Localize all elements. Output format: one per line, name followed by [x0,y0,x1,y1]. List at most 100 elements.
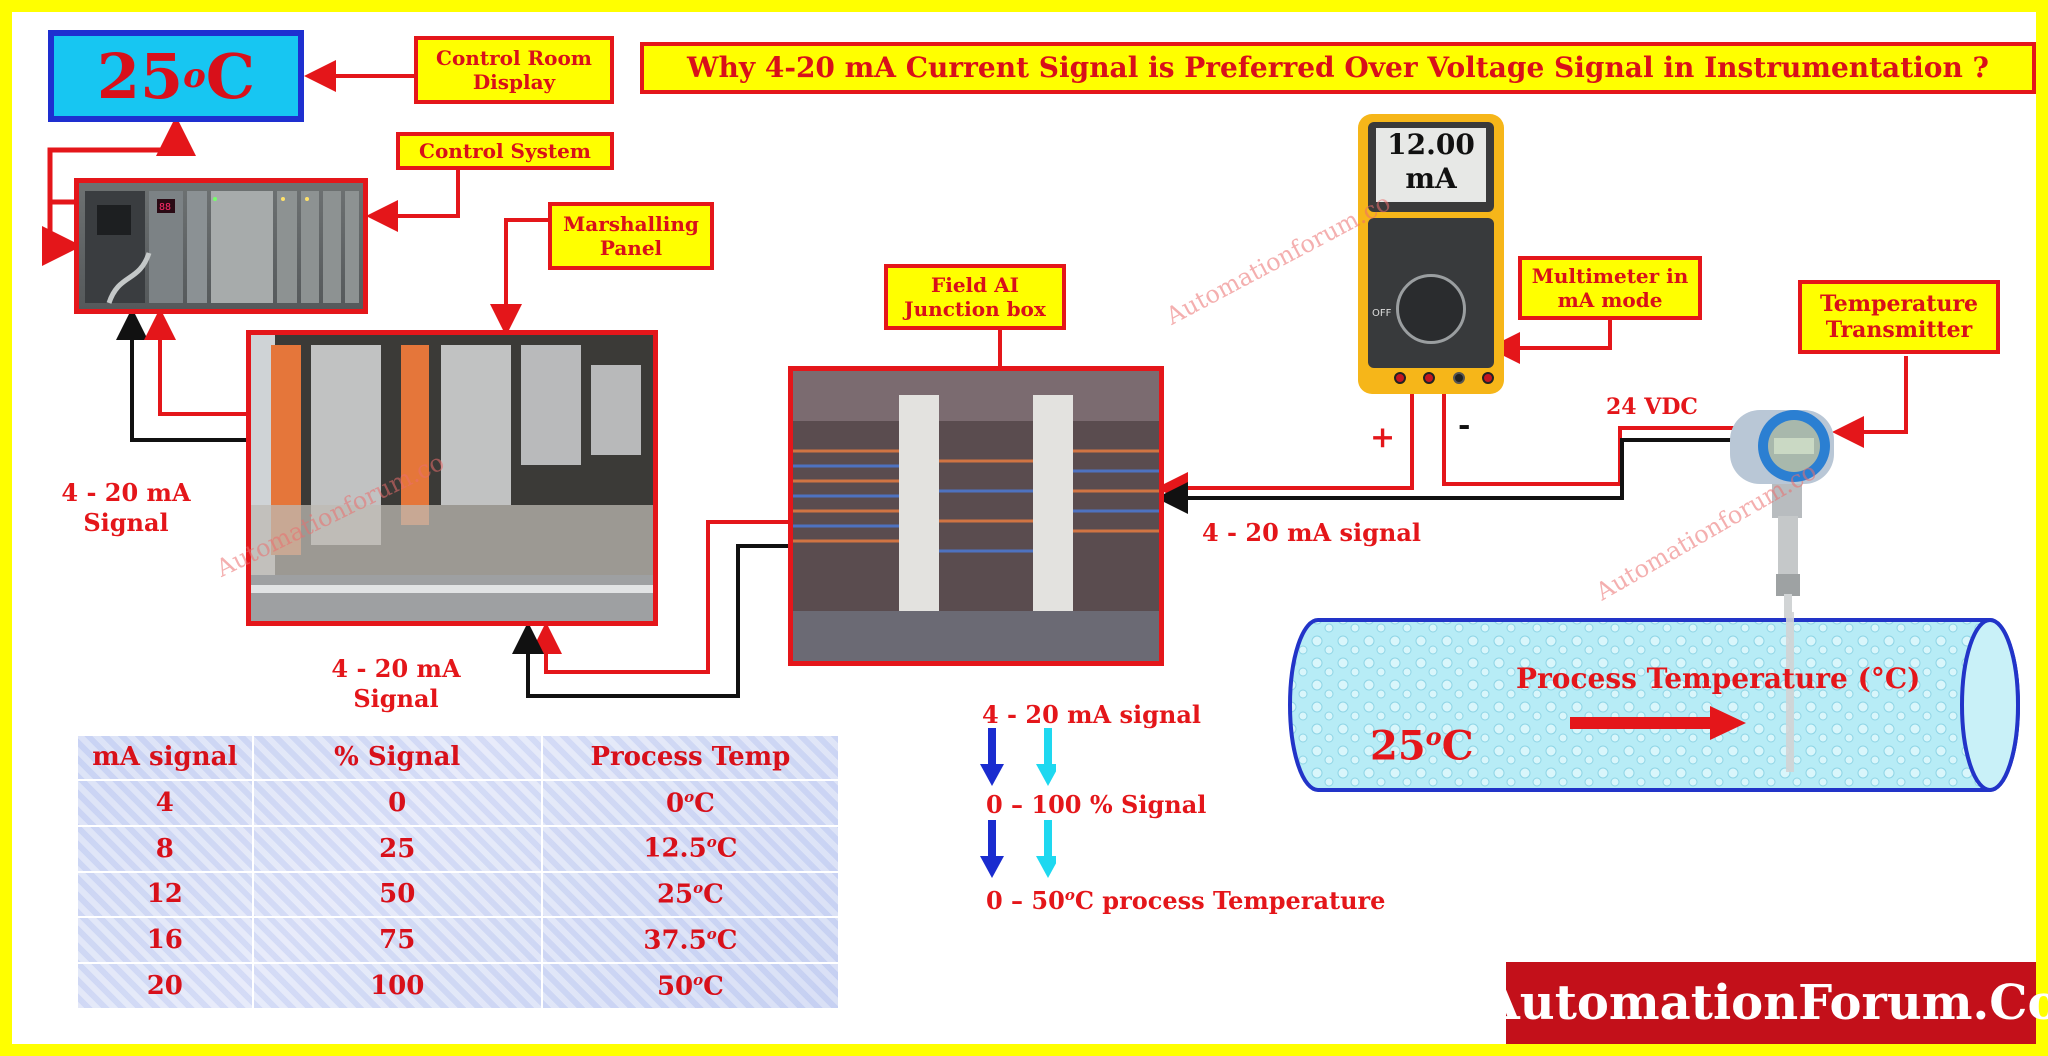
temp-number: 25 [656,879,694,910]
flow-step-2: 0 – 100 % Signal [986,790,1207,819]
table-row: 8 25 12.5oC [76,824,841,873]
table-cell: 100 [251,962,543,1010]
table-cell: 12.5oC [540,824,841,873]
svg-text:88: 88 [159,202,171,213]
table-cell: 4 [76,778,254,827]
temp-number: 0 [665,788,685,819]
pipe-temp-unit: C [1441,722,1474,770]
junction-box-illustration [793,371,1159,661]
table-cell: 0oC [540,778,841,827]
label-field-ai-junction-box: Field AI Junction box [884,264,1066,330]
table-cell: 20 [76,962,254,1010]
arrow-down-icon [980,820,1004,878]
wire-meter-plus [1156,378,1414,504]
label-temperature-transmitter: Temperature Transmitter [1798,280,2000,354]
wire-mp-cs-black [116,308,250,442]
label-control-room-display: Control Room Display [414,36,614,104]
multimeter: 12.00 mA OFF [1358,114,1504,394]
temp-number: 37.5 [643,925,707,956]
arrow-down-icon [1036,728,1056,786]
table-cell: 0 [251,778,543,827]
temp-unit: C [716,833,738,864]
temp-degree: o [706,833,717,852]
table-cell: 50oC [540,962,841,1010]
multimeter-dial[interactable] [1396,274,1466,344]
flow-step-3: 0 – 50oC process Temperature [986,886,1385,915]
label-control-system: Control System [396,132,614,170]
temperature-transmitter [1730,410,1834,770]
wire-display-return [42,202,82,266]
terminal-jack-icon[interactable] [1394,372,1406,384]
flow-step-3-range: 0 – 50 [986,886,1065,915]
sensor-probe [1786,612,1794,772]
temp-unit: C [716,925,738,956]
table-row: 4 0 0oC [76,778,841,827]
display-degree: o [183,56,206,96]
plc-rack-illustration: 88 [85,191,359,304]
supply-voltage-label: 24 VDC [1606,394,1698,420]
table-header: Process Temp [540,734,841,781]
table-header: % Signal [251,734,543,781]
table-cell: 75 [251,916,543,965]
display-unit: C [205,39,256,113]
pipe-process-temperature-label: Process Temperature (°C) [1516,662,1921,695]
control-system-rack: 88 [74,178,368,314]
table-cell: 25 [251,824,543,873]
process-pipe [1288,612,2020,792]
table-row: 12 50 25oC [76,870,841,919]
table-cell: 8 [76,824,254,873]
multimeter-screen: 12.00 mA [1368,122,1494,212]
arrow-down-icon [1036,820,1056,878]
label-multimeter-mode: Multimeter in mA mode [1518,256,1702,320]
table-cell: 37.5oC [540,916,841,965]
table-header: mA signal [76,734,254,781]
terminal-jack-icon[interactable] [1423,372,1436,384]
terminal-jack-icon[interactable] [1452,372,1465,384]
table-cell: 50 [251,870,543,919]
table-cell: 25oC [540,870,841,919]
junction-signal-label: 4 - 20 mA signal [1202,518,1422,547]
pipe-temp-number: 25 [1370,722,1426,770]
pointer-multimeter [1488,318,1612,364]
conversion-arrows [980,728,1056,878]
multimeter-plus-label: + [1370,420,1396,455]
pipe-temp-degree: o [1425,722,1442,751]
multimeter-terminals [1394,372,1494,386]
marshalling-illustration [251,335,653,621]
pointer-transmitter [1832,356,1908,448]
pointer-control-system [366,168,460,232]
wire-jb-mp-red [530,520,792,674]
brand-logo: AutomationForum.Co [1483,962,2048,1044]
wire-mp-cs-red [144,308,250,416]
bottom-signal-label: 4 - 20 mA Signal [331,654,461,713]
arrow-down-icon [980,728,1004,786]
marshalling-panel-photo [246,330,658,626]
page-title: Why 4-20 mA Current Signal is Preferred … [640,42,2036,94]
terminal-jack-icon[interactable] [1481,372,1494,384]
temp-number: 12.5 [643,833,707,864]
flow-direction-arrow [1570,706,1746,740]
pointer-marshalling [490,218,548,336]
temp-unit: C [703,879,724,910]
multimeter-off-label: OFF [1372,308,1392,319]
temp-degree: o [684,787,695,806]
multimeter-lcd: 12.00 mA [1376,128,1486,202]
temp-number: 50 [656,971,694,1002]
flow-step-3-text: C process Temperature [1074,886,1386,915]
label-marshalling-panel: Marshalling Panel [548,202,714,270]
wire-tx-black [1156,438,1736,514]
table-cell: 12 [76,870,254,919]
table-cell: 16 [76,916,254,965]
wire-jb-mp-black [512,544,792,698]
signal-conversion-table: mA signal % Signal Process Temp 4 0 0oC … [76,734,841,1010]
temp-unit: C [694,788,715,819]
table-row: 16 75 37.5oC [76,916,841,965]
left-signal-label: 4 - 20 mA Signal [61,478,191,537]
table-header-row: mA signal % Signal Process Temp [76,734,841,781]
temp-unit: C [703,971,724,1002]
temp-degree: o [693,970,704,989]
multimeter-unit: mA [1405,162,1457,195]
pipe-temperature-value: 25oC [1370,722,1474,769]
